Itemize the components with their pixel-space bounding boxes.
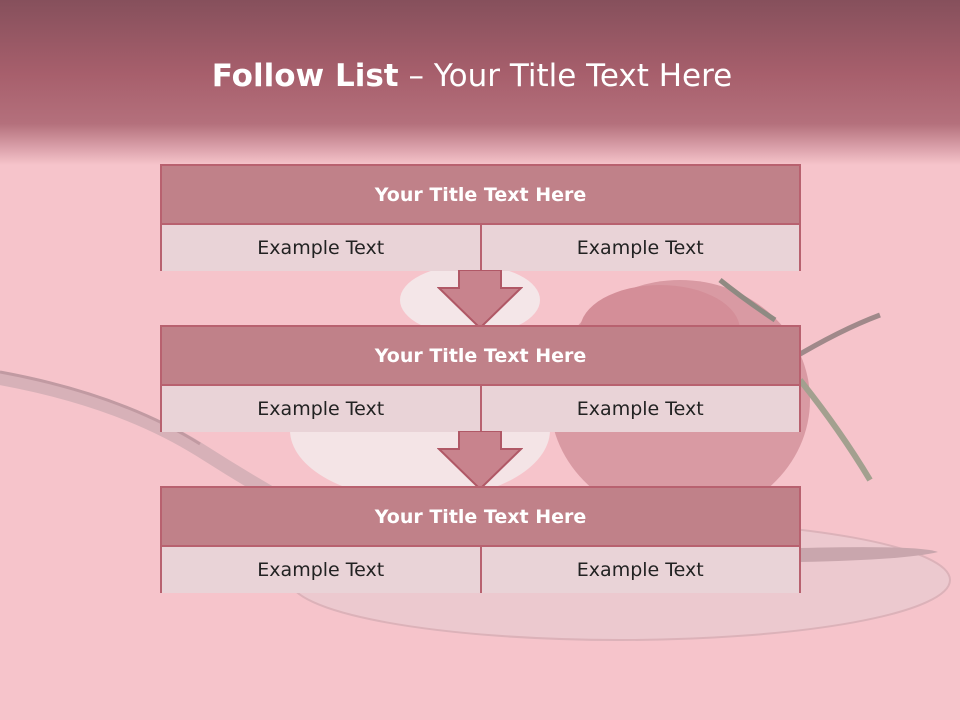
- step-row: Example Text Example Text: [162, 386, 799, 432]
- down-arrow-icon: [437, 431, 523, 491]
- step-cell-left: Example Text: [162, 386, 480, 432]
- title-banner: [0, 0, 960, 165]
- page-title-rest: – Your Title Text Here: [408, 58, 733, 94]
- step-heading: Your Title Text Here: [162, 488, 799, 547]
- step-heading: Your Title Text Here: [162, 327, 799, 386]
- step-box-3: Your Title Text Here Example Text Exampl…: [160, 486, 801, 593]
- page-title-bold: Follow List: [211, 58, 399, 94]
- step-row: Example Text Example Text: [162, 225, 799, 271]
- step-cell-right: Example Text: [479, 225, 799, 271]
- step-heading: Your Title Text Here: [162, 166, 799, 225]
- step-box-2: Your Title Text Here Example Text Exampl…: [160, 325, 801, 432]
- step-cell-left: Example Text: [162, 225, 480, 271]
- step-cell-left: Example Text: [162, 547, 480, 593]
- step-cell-right: Example Text: [479, 386, 799, 432]
- page-title: Follow List – Your Title Text Here: [0, 52, 944, 100]
- step-row: Example Text Example Text: [162, 547, 799, 593]
- step-box-1: Your Title Text Here Example Text Exampl…: [160, 164, 801, 271]
- step-cell-right: Example Text: [479, 547, 799, 593]
- down-arrow-icon: [437, 270, 523, 330]
